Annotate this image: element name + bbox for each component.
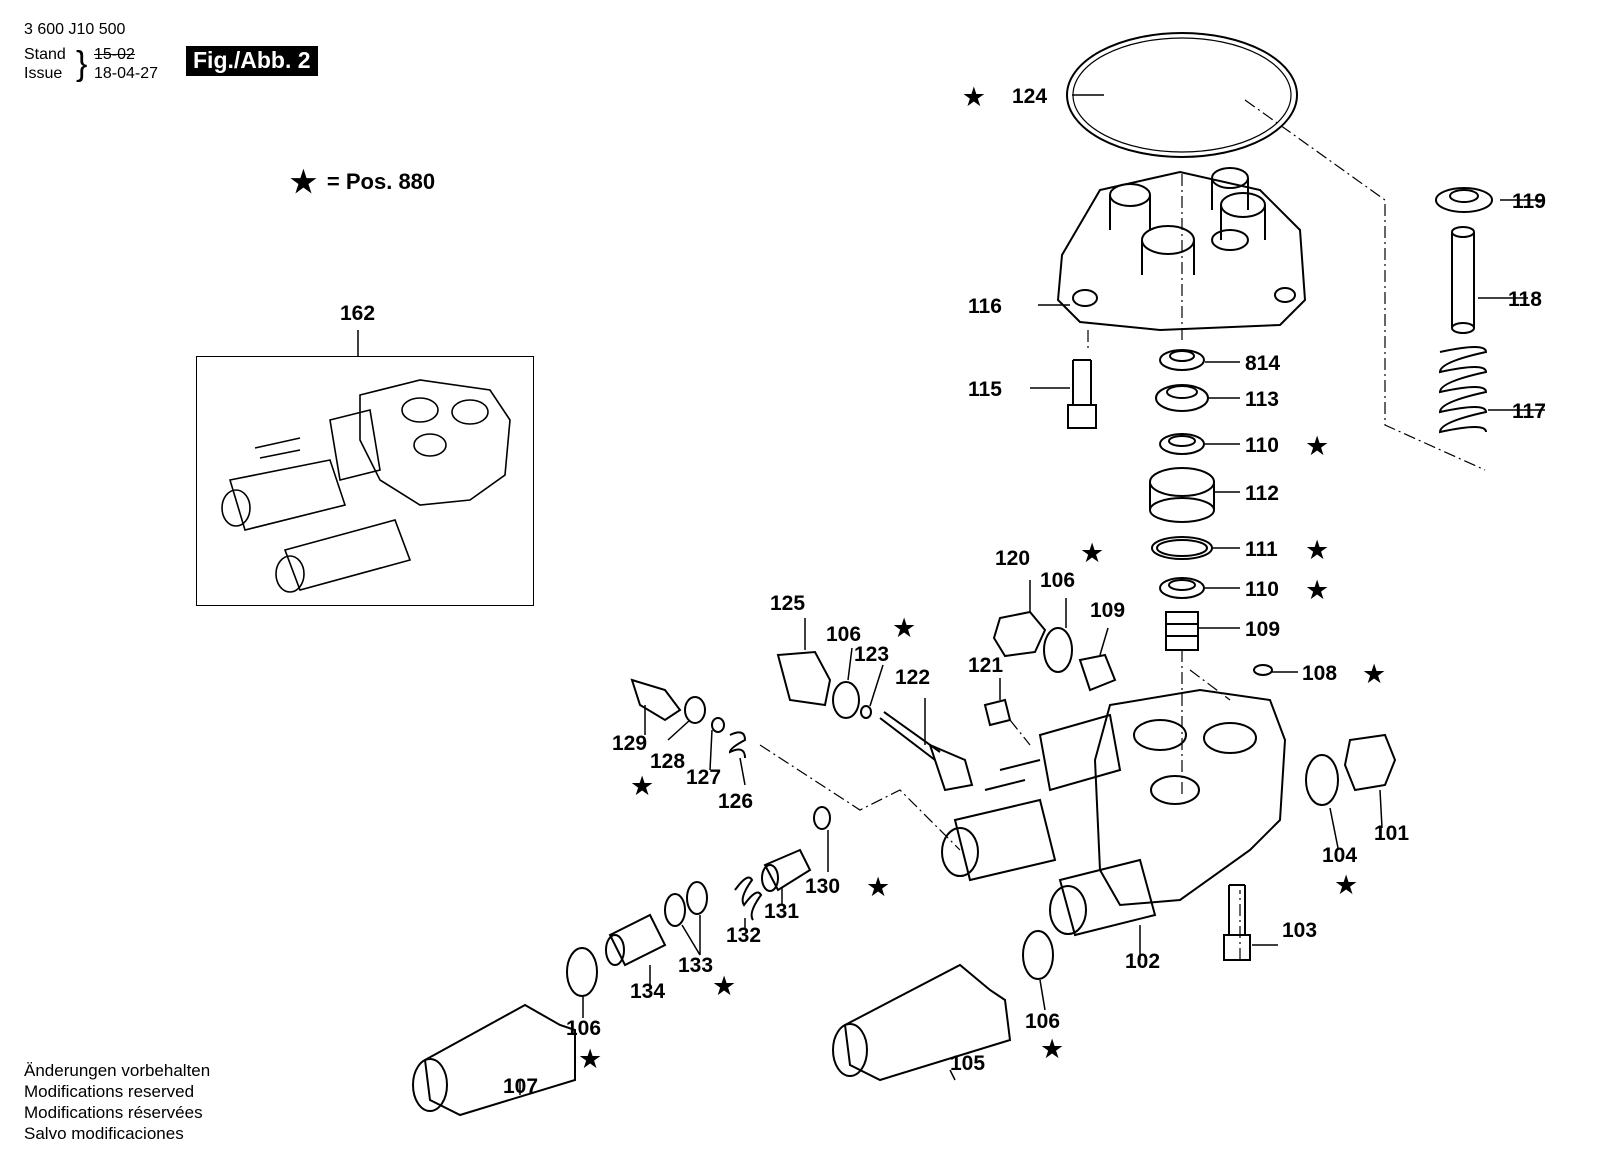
leader-lines (357, 94, 1545, 1095)
part-label-124: 124 (1012, 85, 1047, 108)
part-label-105: 105 (950, 1052, 985, 1075)
part-label-108: 108 (1302, 662, 1337, 685)
part-label-109: 109 (1090, 599, 1125, 622)
part-labels: 124 ★ 119 118 117 116 115 814 113 110 ★ 112 111 ★ 110 ★… (503, 82, 1546, 1098)
star-icon: ★ (630, 771, 654, 802)
part-label-118: 118 (1508, 288, 1542, 311)
inset-box (196, 356, 534, 606)
part-label-122: 122 (895, 666, 930, 689)
part-label-110: 110 (1245, 578, 1279, 601)
part-label-106: 106 (1025, 1010, 1060, 1033)
star-icon: ★ (290, 166, 317, 199)
part-label-116: 116 (968, 295, 1002, 318)
part-label-112: 112 (1245, 482, 1279, 505)
part-label-102: 102 (1125, 950, 1160, 973)
bypass-parts (605, 806, 831, 967)
star-icon: ★ (1040, 1034, 1064, 1065)
note-en: Modifications reserved (24, 1082, 195, 1101)
star-icon: ★ (962, 82, 986, 113)
stand-label: Stand (24, 46, 66, 63)
bolt-115 (1067, 359, 1097, 429)
part-label-103: 103 (1282, 919, 1317, 942)
o-ring-124 (1066, 32, 1298, 158)
part-label-127: 127 (686, 766, 721, 789)
seal-stack (1149, 349, 1215, 651)
valve-parts-125-122 (776, 650, 974, 792)
part-label-125: 125 (770, 592, 805, 615)
part-label-120: 120 (995, 547, 1030, 570)
o-ring-106-left (566, 947, 598, 997)
inset-label: 162 (340, 302, 376, 325)
o-ring-104 (1305, 754, 1339, 806)
part-label-106: 106 (1040, 569, 1075, 592)
part-label-123: 123 (854, 643, 889, 666)
part-label-104: 104 (1322, 844, 1357, 867)
note-de: Änderungen vorbehalten (24, 1061, 211, 1080)
modification-notes: Änderungen vorbehalten Modifications res… (24, 1060, 210, 1144)
stand-value: 15-02 (94, 46, 135, 63)
part-label-101: 101 (1374, 822, 1409, 845)
note-es: Salvo modificaciones (24, 1124, 184, 1143)
part-label-111: 111 (1245, 538, 1278, 561)
cylinder-head-116 (1056, 167, 1307, 332)
fitting-105 (832, 963, 1012, 1082)
issue-label: Issue (24, 65, 63, 82)
star-icon: ★ (866, 872, 890, 903)
star-icon: ★ (1362, 659, 1386, 690)
figure-label: Fig./Abb. 2 (186, 46, 318, 76)
legend-text: = Pos. 880 (326, 169, 436, 194)
part-label-106: 106 (566, 1017, 601, 1040)
part-label-133: 133 (678, 954, 713, 977)
part-label-113: 113 (1245, 388, 1279, 411)
part-label-107: 107 (503, 1075, 538, 1098)
assembly-lines (759, 99, 1486, 960)
inset-pump-drawing (221, 379, 511, 593)
star-icon: ★ (712, 971, 736, 1002)
star-icon: ★ (1305, 535, 1329, 566)
plug-101 (1343, 733, 1397, 792)
part-label-119: 119 (1512, 190, 1546, 213)
star-icon: ★ (1080, 538, 1104, 569)
part-label-109: 109 (1245, 618, 1280, 641)
fitting-107 (412, 1003, 576, 1117)
part-label-128: 128 (650, 750, 685, 773)
part-label-134: 134 (630, 980, 665, 1003)
part-label-132: 132 (726, 924, 761, 947)
star-icon: ★ (892, 613, 916, 644)
note-fr: Modifications réservées (24, 1103, 203, 1122)
valve-parts-120-121 (983, 610, 1273, 727)
pump-body-102 (941, 688, 1287, 937)
part-label-121: 121 (968, 654, 1003, 677)
brace-symbol: } (76, 45, 88, 83)
part-label-106: 106 (826, 623, 861, 646)
part-label-129: 129 (612, 732, 647, 755)
star-icon: ★ (1334, 870, 1358, 901)
star-icon: ★ (578, 1044, 602, 1075)
part-label-115: 115 (968, 378, 1002, 401)
part-label-814: 814 (1245, 352, 1280, 375)
doc-number: 3 600 J10 500 (24, 21, 126, 38)
legend: ★ = Pos. 880 (290, 165, 435, 200)
issue-value: 18-04-27 (94, 65, 159, 82)
star-icon: ★ (1305, 431, 1329, 462)
unloader-parts (630, 678, 747, 759)
bolt-103 (1223, 884, 1251, 961)
part-label-130: 130 (805, 875, 840, 898)
part-label-131: 131 (764, 900, 799, 923)
o-ring-106-lower (1022, 930, 1054, 980)
valve-119-118-117 (1435, 187, 1493, 434)
part-label-126: 126 (718, 790, 753, 813)
star-icon: ★ (1305, 575, 1329, 606)
part-label-110: 110 (1245, 434, 1279, 457)
part-label-117: 117 (1512, 400, 1546, 423)
